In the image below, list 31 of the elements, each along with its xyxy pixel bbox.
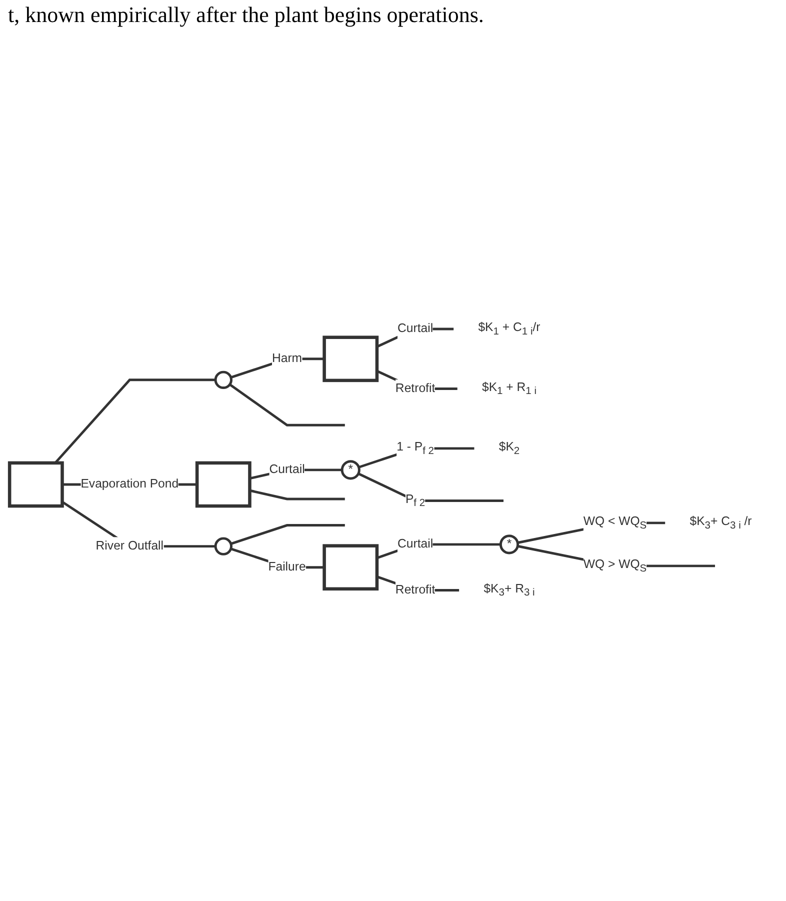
connector [229,384,345,427]
edge-label: Curtail [269,462,305,477]
edge-label: WQ > WQ$_{S}$ [583,558,647,574]
node-box [195,462,252,508]
node-text: $K$_{1}$ + C$_{1 i}$/r [478,320,540,338]
node-text: $K$_{3}$+ C$_{3 i}$ /r [690,514,752,532]
edge-label: Evaporation Pond [80,477,179,492]
node-circle: * [499,535,520,555]
edge-label: WQ < WQ$_{S}$ [583,514,647,532]
node-circle: * [340,460,360,480]
edge-label: Harm [272,352,302,366]
node-text: $K$_{3}$+ R$_{3 i}$ [484,582,535,598]
node-circle [214,371,232,390]
edge-label: Curtail [397,322,434,336]
edge-label: 1 - P$_{f 2}$ [396,440,434,457]
edge-label: Curtail [397,537,434,552]
connector [230,524,345,546]
connector [358,472,504,502]
node-text: $K$_{1}$ + R$_{1 i}$ [482,380,537,397]
edge-label: Retrofit [395,583,436,597]
edge-label: P$_{f 2}$ [405,492,426,509]
node-box [322,544,379,591]
node-box [322,336,379,382]
edge-label: River Outfall [96,539,164,554]
connector [249,490,345,501]
node-box [8,462,64,508]
edge-label: Retrofit [395,382,436,396]
edge-label: Failure [268,560,306,574]
node-circle [214,538,232,556]
note-text: t, known empirically after the plant begins operations. [8,2,485,28]
node-text: $K$_{2}$ [498,440,520,457]
